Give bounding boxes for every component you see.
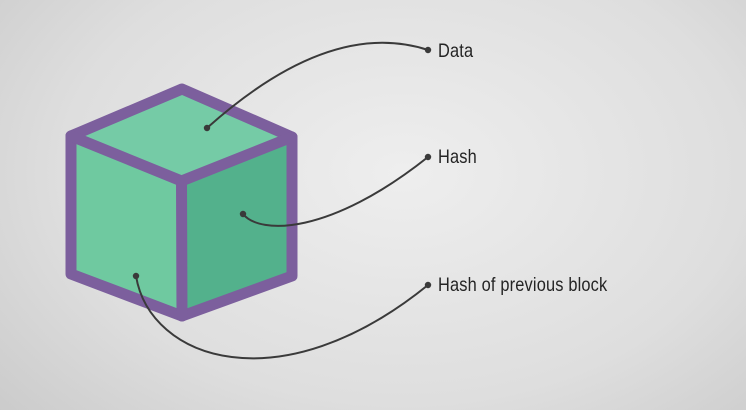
dot-label-data [424, 46, 432, 54]
dot-cube-right-face [239, 210, 247, 218]
label-data: Data [438, 40, 480, 62]
dot-cube-left-face [132, 272, 140, 280]
cube-face-left [71, 136, 182, 316]
connector-dots [132, 46, 432, 289]
connectors [135, 41, 429, 360]
label-data-text: Data [438, 40, 474, 62]
dot-cube-top-face [203, 124, 211, 132]
label-hash-of-previous-block: Hash of previous block [438, 274, 640, 296]
connector-data-line [206, 41, 429, 129]
connector-prev-hash-line [135, 275, 429, 360]
cube [65, 83, 298, 322]
label-hash: Hash [438, 146, 484, 168]
dot-label-hash [424, 153, 432, 161]
cube-face-right [181, 137, 292, 316]
cube-inner-edges [65, 130, 298, 322]
connector-hash-line [242, 156, 429, 227]
label-hash-of-previous-block-text: Hash of previous block [438, 274, 608, 296]
label-hash-text: Hash [438, 146, 477, 168]
dot-label-prev-hash [424, 281, 432, 289]
